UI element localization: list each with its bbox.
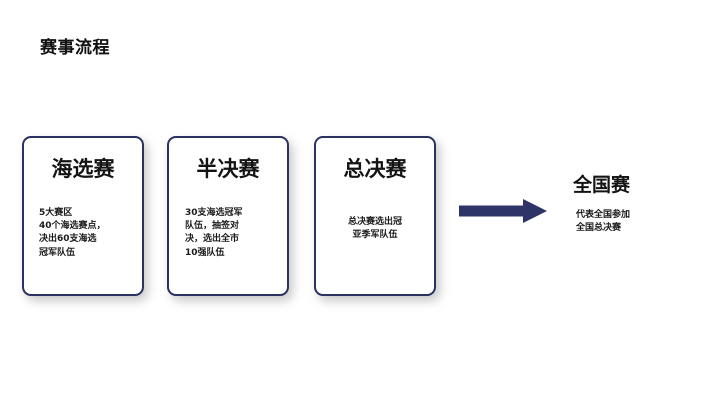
flow-card-stage-1[interactable]: 海选赛 5大赛区 40个海选赛点， 决出60支海选 冠军队伍 <box>22 136 144 296</box>
flow-card-body: 总决赛选出冠 亚季军队伍 <box>347 217 402 241</box>
flow-card-heading: 海选赛 <box>51 157 115 181</box>
final-stage-body: 代表全国参加 全国总决赛 <box>576 210 631 234</box>
flow-card-stage-2[interactable]: 半决赛 30支海选冠军 队伍，抽签对 决，选出全市 10强队伍 <box>167 136 289 296</box>
flow-card-body: 30支海选冠军 队伍，抽签对 决，选出全市 10强队伍 <box>185 208 243 258</box>
final-stage-heading: 全国赛 <box>573 174 631 196</box>
flow-card-body: 5大赛区 40个海选赛点， 决出60支海选 冠军队伍 <box>39 208 106 258</box>
flow-card-heading: 总决赛 <box>343 157 407 181</box>
right-block-arrow-icon <box>459 199 547 223</box>
flow-card-stage-3[interactable]: 总决赛 总决赛选出冠 亚季军队伍 <box>314 136 436 296</box>
page-title: 赛事流程 <box>40 38 110 58</box>
flow-card-heading: 半决赛 <box>196 157 260 181</box>
